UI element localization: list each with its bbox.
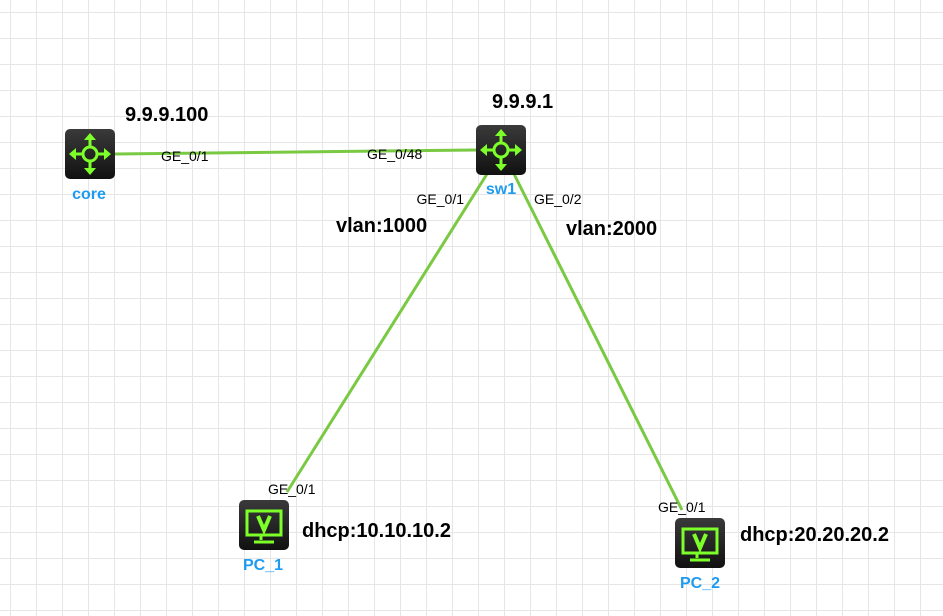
port-label: GE_0/1 xyxy=(268,481,316,497)
link-core-sw1[interactable] xyxy=(114,148,477,156)
link-sw1-pc2[interactable] xyxy=(512,173,684,511)
vlan-label: vlan:2000 xyxy=(566,218,657,240)
port-label: GE_0/1 xyxy=(658,499,706,515)
node-name: sw1 xyxy=(486,181,516,198)
node-ip: 9.9.9.100 xyxy=(125,104,208,126)
node-name: PC_1 xyxy=(243,557,283,574)
node-core[interactable]: core 9.9.9.100 xyxy=(65,104,208,203)
switch-icon[interactable] xyxy=(476,125,526,175)
node-name: PC_2 xyxy=(680,575,720,592)
vlan-label: vlan:1000 xyxy=(336,215,427,237)
node-ip: dhcp:20.20.20.2 xyxy=(740,524,889,546)
node-ip: 9.9.9.1 xyxy=(492,91,553,113)
node-pc2[interactable]: PC_2 dhcp:20.20.20.2 xyxy=(675,518,889,592)
port-label: GE_0/1 xyxy=(161,148,209,164)
node-sw1[interactable]: sw1 9.9.9.1 xyxy=(476,91,553,198)
node-name: core xyxy=(72,186,106,203)
port-label: GE_0/48 xyxy=(367,146,422,162)
node-pc1[interactable]: PC_1 dhcp:10.10.10.2 xyxy=(239,500,451,574)
port-label: GE_0/1 xyxy=(417,191,465,207)
link-sw1-pc1[interactable] xyxy=(285,173,489,493)
port-label: GE_0/2 xyxy=(534,191,582,207)
router-icon[interactable] xyxy=(65,129,115,179)
node-ip: dhcp:10.10.10.2 xyxy=(302,520,451,542)
